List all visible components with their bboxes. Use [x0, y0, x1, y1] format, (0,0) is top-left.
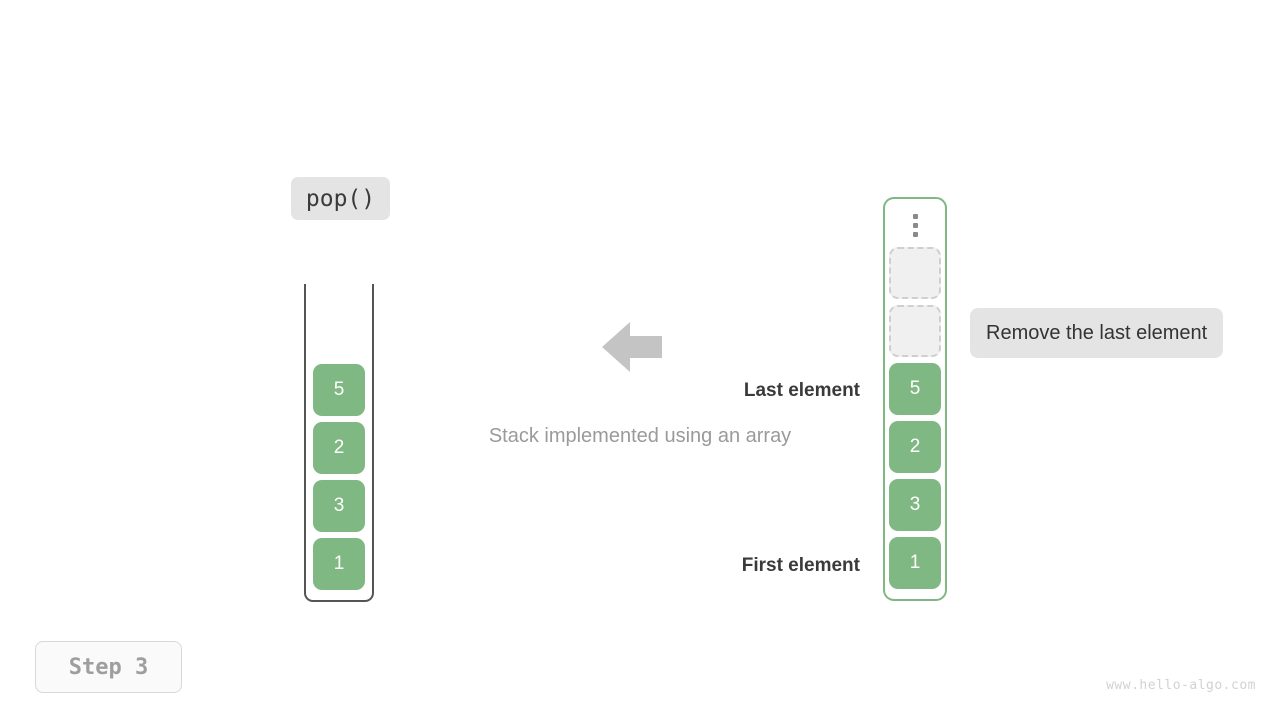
- ellipsis-dot: [912, 231, 918, 237]
- stack-slot-empty: [889, 305, 941, 357]
- stack-container: 5 2 3 1: [883, 197, 947, 601]
- stack-slot-list: 5 2 3 1: [889, 203, 941, 589]
- step-badge: Step 3: [35, 641, 182, 693]
- stack-slot: 3: [889, 479, 941, 531]
- array-cell: 1: [313, 538, 365, 590]
- array-cell-list: 5 2 3 1: [313, 364, 365, 590]
- ellipsis-dot: [912, 222, 918, 228]
- operation-label: pop(): [291, 177, 390, 220]
- ellipsis-dot: [912, 213, 918, 219]
- watermark: www.hello-algo.com: [1106, 678, 1256, 693]
- label-first-element: First element: [741, 555, 860, 576]
- array-cell: 2: [313, 422, 365, 474]
- array-container: 5 2 3 1: [304, 284, 374, 602]
- stack-note-pill: Remove the last element: [970, 308, 1224, 358]
- stack-slot: 5: [889, 363, 941, 415]
- array-wall-right: [372, 284, 374, 588]
- label-last-element: Last element: [743, 380, 860, 401]
- diagram-caption: Stack implemented using an array: [0, 425, 1280, 448]
- array-floor: [304, 572, 374, 602]
- arrow-left-icon: [602, 320, 662, 374]
- array-cell: 5: [313, 364, 365, 416]
- array-cell: 3: [313, 480, 365, 532]
- diagram-caption-text: Stack implemented using an array: [488, 425, 792, 447]
- stack-slot-empty: [889, 247, 941, 299]
- stack-slot: 2: [889, 421, 941, 473]
- array-wall-left: [304, 284, 306, 588]
- vertical-ellipsis-icon: [889, 203, 941, 247]
- stack-slot: 1: [889, 537, 941, 589]
